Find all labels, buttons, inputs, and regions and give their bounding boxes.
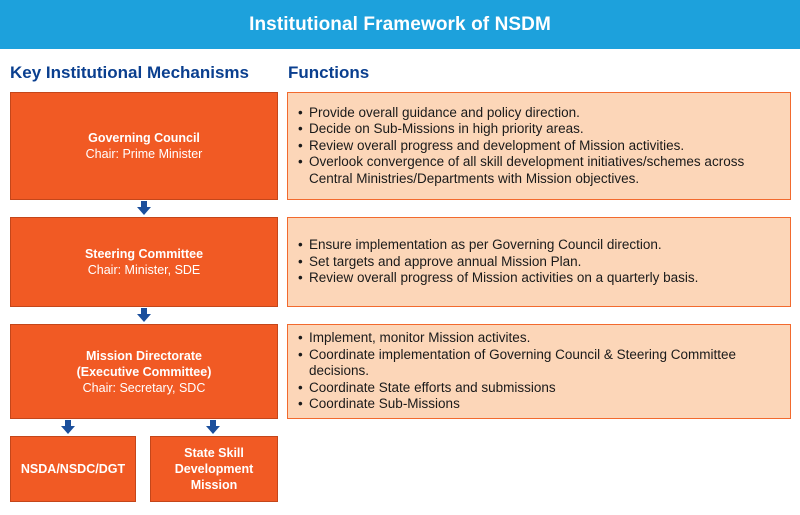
function-item: Coordinate implementation of Governing C… [298,347,782,380]
state-skill-development-mission-box: State Skill Development Mission [150,436,278,502]
mission-directorate-subtitle: (Executive Committee) [76,364,212,379]
page-title: Institutional Framework of NSDM [249,13,551,35]
function-item: Ensure implementation as per Governing C… [298,237,698,254]
function-item: Implement, monitor Mission activites. [298,330,782,347]
function-item: Coordinate State efforts and submissions [298,380,782,397]
steering-committee-title: Steering Committee [84,247,204,261]
mission-directorate-box: Mission Directorate (Executive Committee… [10,324,278,419]
function-item: Review overall progress and development … [298,138,782,155]
down-arrow-icon [137,201,151,215]
nsda-nsdc-dgt-label: NSDA/NSDC/DGT [20,462,126,476]
down-arrow-icon [137,308,151,322]
mechanisms-column-title: Key Institutional Mechanisms [10,63,249,82]
governing-council-functions: Provide overall guidance and policy dire… [287,92,791,200]
mission-directorate-chair: Chair: Secretary, SDC [82,380,206,395]
function-item: Overlook convergence of all skill develo… [298,154,782,187]
governing-council-chair: Chair: Prime Minister [85,147,203,161]
governing-council-box: Governing Council Chair: Prime Minister [10,92,278,200]
functions-column-title: Functions [288,63,370,82]
function-item: Set targets and approve annual Mission P… [298,254,698,271]
state-skill-line1: State Skill [184,446,244,460]
mission-directorate-title: Mission Directorate [85,348,202,363]
function-item: Coordinate Sub-Missions [298,396,782,413]
down-arrow-icon [206,420,220,434]
function-item: Review overall progress of Mission activ… [298,270,698,287]
steering-committee-functions: Ensure implementation as per Governing C… [287,217,791,307]
page-header: Institutional Framework of NSDM [0,0,800,49]
function-item: Provide overall guidance and policy dire… [298,105,782,122]
down-arrow-icon [61,420,75,434]
mission-directorate-functions: Implement, monitor Mission activites. Co… [287,324,791,419]
nsda-nsdc-dgt-box: NSDA/NSDC/DGT [10,436,136,502]
steering-committee-chair: Chair: Minister, SDE [87,263,201,277]
governing-council-title: Governing Council [88,131,200,145]
state-skill-line2: Development [174,462,254,476]
steering-committee-box: Steering Committee Chair: Minister, SDE [10,217,278,307]
state-skill-line3: Mission [190,478,238,492]
function-item: Decide on Sub-Missions in high priority … [298,121,782,138]
